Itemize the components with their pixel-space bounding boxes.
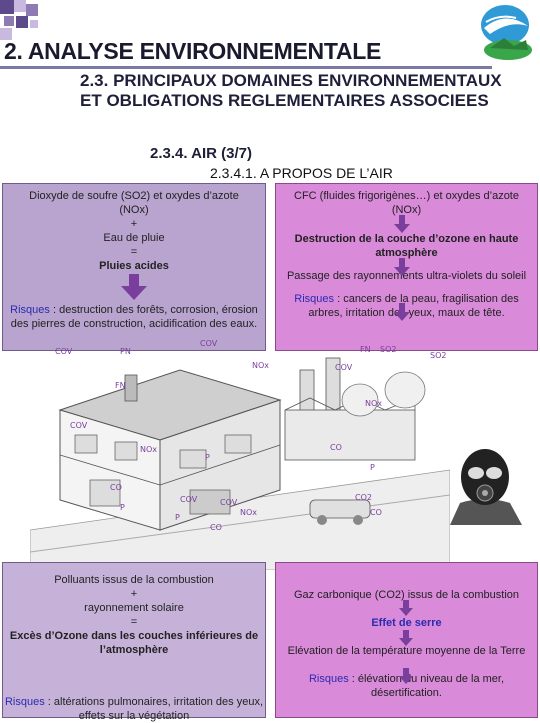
greenhouse-box: Gaz carbonique (CO2) issus de la combust… — [275, 562, 538, 718]
illu-label: FN — [115, 381, 126, 390]
ground-ozone-risk-text: : altérations pulmonaires, irritation de… — [44, 696, 264, 722]
down-arrow-icon — [121, 274, 147, 300]
down-arrow-icon — [399, 630, 413, 646]
title-underline — [0, 66, 492, 69]
ground-ozone-result: Excès d’Ozone dans les couches inférieur… — [9, 630, 259, 656]
ozone-layer-consequence: Passage des rayonnements ultra-violets d… — [286, 270, 527, 282]
chapter-subtitle: 2.3. PRINCIPAUX DOMAINES ENVIRONNEMENTAU… — [80, 71, 502, 110]
illu-label: NOx — [140, 445, 157, 454]
illu-label: COV — [335, 363, 353, 372]
acid-rain-line5: = — [130, 246, 138, 258]
illu-label: SO2 — [380, 345, 396, 354]
illu-label: CO — [110, 483, 122, 492]
acid-rain-line1: Dioxyde de soufre (SO2) et oxydes d’azot… — [29, 190, 239, 202]
illu-label: COV — [55, 347, 73, 356]
illu-label: P — [370, 463, 375, 472]
illu-label: P — [120, 503, 125, 512]
ground-ozone-risk-label: Risques — [4, 696, 45, 708]
illu-label: COV — [70, 421, 88, 430]
ozone-layer-line1: CFC (fluides frigorigènes…) et oxydes d’… — [294, 190, 519, 202]
acid-rain-box: Dioxyde de soufre (SO2) et oxydes d’azot… — [2, 183, 266, 351]
section-title: 2.3.4. AIR (3/7) — [150, 145, 252, 162]
illu-label: CO2 — [355, 493, 372, 502]
down-arrow-icon — [394, 303, 410, 321]
greenhouse-consequence: Elévation de la température moyenne de l… — [287, 645, 526, 657]
subsection-title: 2.3.4.1. A PROPOS DE L’AIR — [210, 165, 393, 181]
illu-label: NOx — [365, 399, 382, 408]
ozone-layer-line2: (NOx) — [391, 204, 422, 216]
illu-label: COV — [180, 495, 198, 504]
ground-ozone-line3: rayonnement solaire — [84, 602, 184, 614]
down-arrow-icon — [394, 258, 410, 276]
illu-label: FN — [360, 345, 371, 354]
pollution-illustration: COV PN COV NOx FN COV FN SO2 SO2 NOx COV… — [30, 339, 450, 570]
ground-ozone-line2: + — [130, 588, 138, 600]
environment-logo-icon — [481, 5, 532, 60]
ozone-layer-risk-label: Risques — [294, 293, 335, 305]
illu-label: CO — [370, 508, 382, 517]
acid-rain-risk-text: : destruction des forêts, corrosion, éro… — [10, 304, 258, 330]
ground-ozone-line4: = — [130, 616, 138, 628]
acid-rain-risk-label: Risques — [10, 304, 50, 316]
down-arrow-icon — [399, 668, 413, 684]
acid-rain-line2: (NOx) — [119, 204, 149, 216]
ground-ozone-line1: Polluants issus de la combustion — [54, 574, 214, 586]
down-arrow-icon — [394, 215, 410, 233]
illu-label: COV — [200, 339, 218, 348]
illu-label: NOx — [252, 361, 269, 370]
ozone-layer-result: Destruction de la couche d’ozone en haut… — [294, 233, 519, 259]
illu-label: CO — [210, 523, 222, 532]
illu-label: CO — [330, 443, 342, 452]
decor-squares — [0, 0, 40, 40]
ozone-layer-risk-text: : cancers de la peau, fragilisation des … — [308, 293, 519, 319]
illu-label: COV — [220, 498, 238, 507]
acid-rain-result: Pluies acides — [99, 260, 169, 272]
page-title: 2. ANALYSE ENVIRONNEMENTALE — [4, 38, 381, 64]
illu-label: SO2 — [430, 351, 446, 360]
greenhouse-line1: Gaz carbonique (CO2) issus de la combust… — [294, 589, 519, 601]
greenhouse-risk-text: : élévation du niveau de la mer, déserti… — [348, 673, 505, 699]
down-arrow-icon — [399, 600, 413, 616]
acid-rain-line4: Eau de pluie — [103, 232, 165, 244]
gas-mask-icon — [450, 449, 522, 525]
acid-rain-line3: + — [130, 218, 138, 230]
illu-label: PN — [120, 347, 131, 356]
illu-label: P — [175, 513, 180, 522]
ground-ozone-box: Polluants issus de la combustion + rayon… — [2, 562, 266, 722]
greenhouse-risk-label: Risques — [308, 673, 349, 685]
illu-label: NOx — [240, 508, 257, 517]
illu-label: P — [205, 453, 210, 462]
greenhouse-result: Effet de serre — [371, 617, 442, 629]
